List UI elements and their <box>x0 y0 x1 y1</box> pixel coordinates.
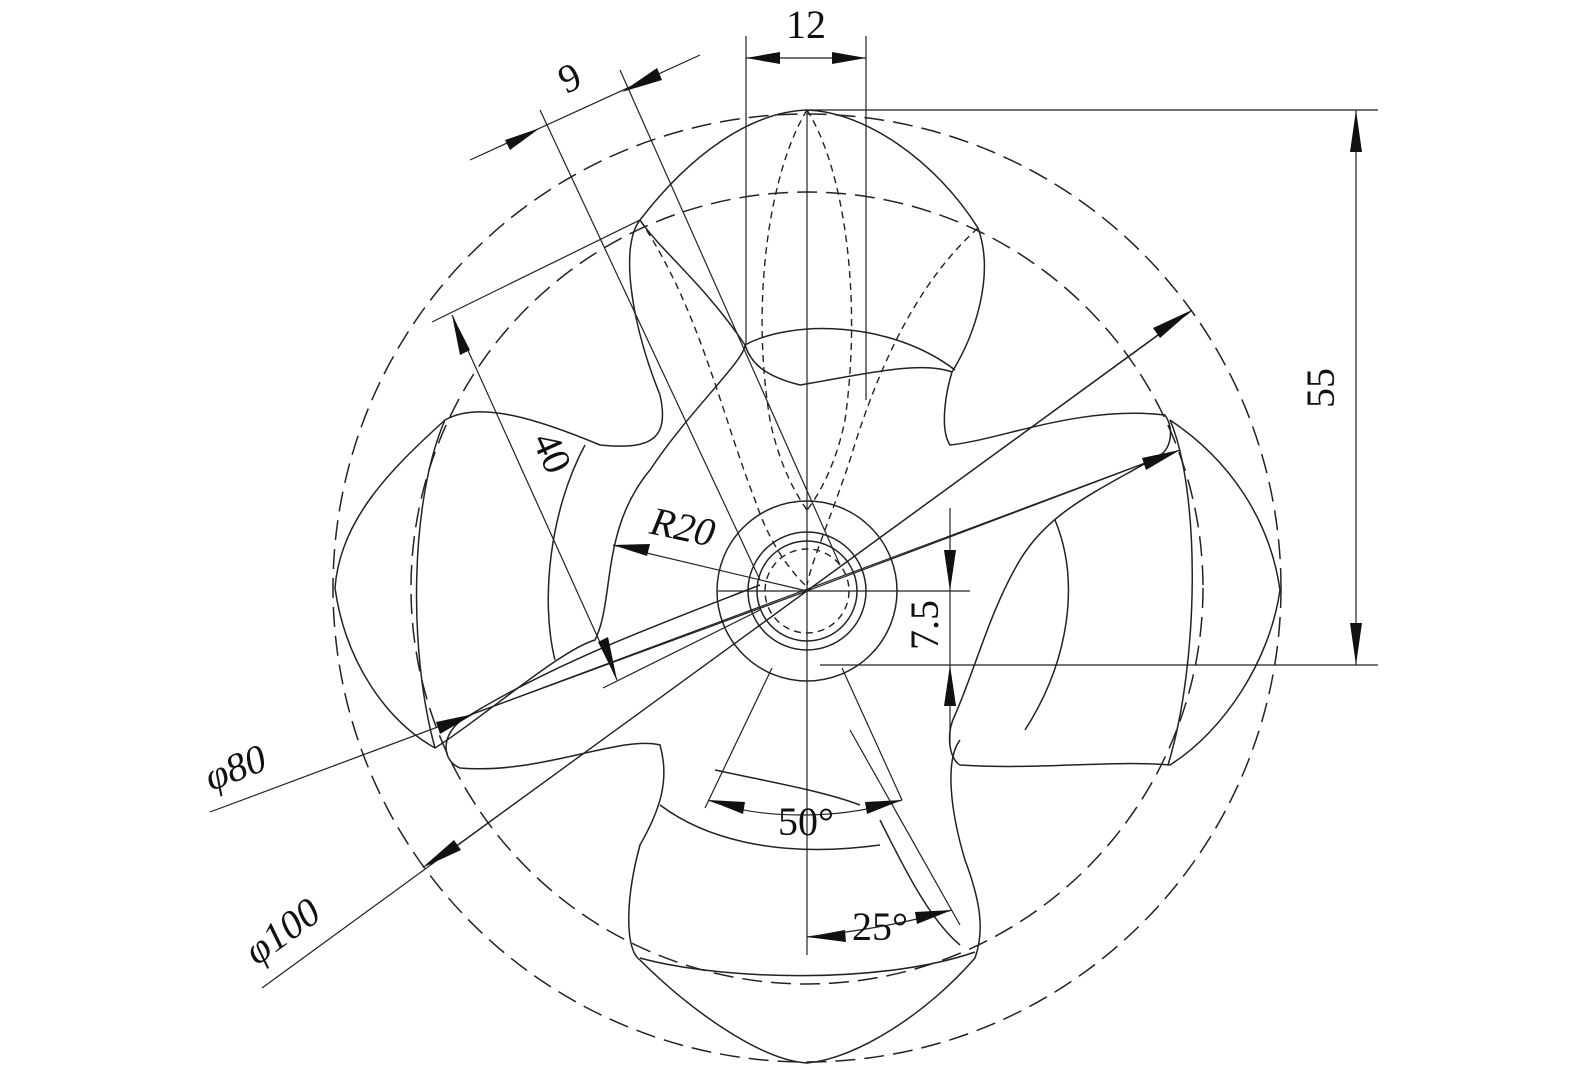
blade-lower-mid-arc <box>714 769 861 806</box>
blade-top-inner-arc <box>744 327 956 371</box>
arrow-25-right <box>915 910 952 924</box>
construction-lines <box>429 69 1191 926</box>
angle-ray-left <box>704 667 773 809</box>
center-lines <box>718 110 970 955</box>
blade-bottom-arc <box>639 951 976 977</box>
label-width-12: 12 <box>786 2 826 47</box>
dim-40-ext-bottom <box>602 609 761 689</box>
arrow-phi100-right <box>1153 310 1192 338</box>
dim-40-line <box>451 314 618 681</box>
dim-phi100-line <box>261 309 1193 989</box>
blade-upper-left-inner-edge <box>415 419 446 749</box>
angle-ray-right <box>841 667 903 801</box>
blade-lower-left <box>445 714 981 1064</box>
blades <box>334 109 1281 1064</box>
dim-phi80-line <box>209 449 1181 813</box>
arrow-12-right <box>832 52 866 64</box>
arrow-55-bottom <box>1350 623 1362 665</box>
blade-top <box>639 109 986 386</box>
blade-lower-root-arc <box>659 804 881 851</box>
arrow-50-right <box>865 800 902 814</box>
label-angle-50: 50° <box>778 799 834 844</box>
arrow-40-top <box>452 315 470 355</box>
arrow-9-right <box>622 68 662 92</box>
blade-lower-left-edge <box>469 584 761 716</box>
arrow-r20 <box>613 544 650 556</box>
dim-40-ext-top <box>431 219 641 323</box>
blade-right <box>943 371 1281 768</box>
arrow-phi100-left <box>422 840 461 868</box>
label-radius-r20: R20 <box>646 498 719 556</box>
arrow-7-5-top <box>944 550 956 591</box>
arrow-25-left <box>807 930 846 942</box>
blade-axis-upper-left <box>539 109 761 581</box>
dimension-labels: 12 9 55 7.5 40 R20 φ80 φ100 50° 25° <box>198 2 1343 973</box>
label-diameter-phi80: φ80 <box>198 735 272 799</box>
blade-right-inner-edge <box>1167 419 1193 766</box>
blade-upper-left-root-arc <box>547 444 586 661</box>
arrow-phi80-right <box>1142 450 1180 470</box>
arrow-12-left <box>746 52 780 64</box>
arrow-40-bottom <box>598 637 617 680</box>
label-offset-7-5: 7.5 <box>902 600 947 650</box>
blade-top-hidden-edge-3 <box>806 227 979 586</box>
blade-axis-upper-left-2 <box>619 69 841 566</box>
label-diameter-phi100: φ100 <box>236 889 329 974</box>
blade-right-root-arc <box>1024 519 1070 731</box>
blade-upper-left <box>334 219 746 749</box>
blade-lower-tip <box>879 819 961 946</box>
tilt-ray <box>849 729 961 926</box>
arrow-7-5-bottom <box>944 665 956 706</box>
arrow-50-left <box>708 800 745 814</box>
dimension-lines <box>209 36 1378 989</box>
dim-9-line <box>469 54 701 161</box>
blade-top-hidden-edge <box>761 109 808 511</box>
arrow-phi80-left <box>436 714 474 734</box>
arrow-9-left <box>505 128 540 150</box>
blade-top-hidden-edge-2 <box>806 109 853 511</box>
label-height-55: 55 <box>1298 368 1343 408</box>
arrow-55-top <box>1350 110 1362 152</box>
label-angle-25: 25° <box>852 904 908 949</box>
label-thickness-9: 9 <box>551 53 588 102</box>
